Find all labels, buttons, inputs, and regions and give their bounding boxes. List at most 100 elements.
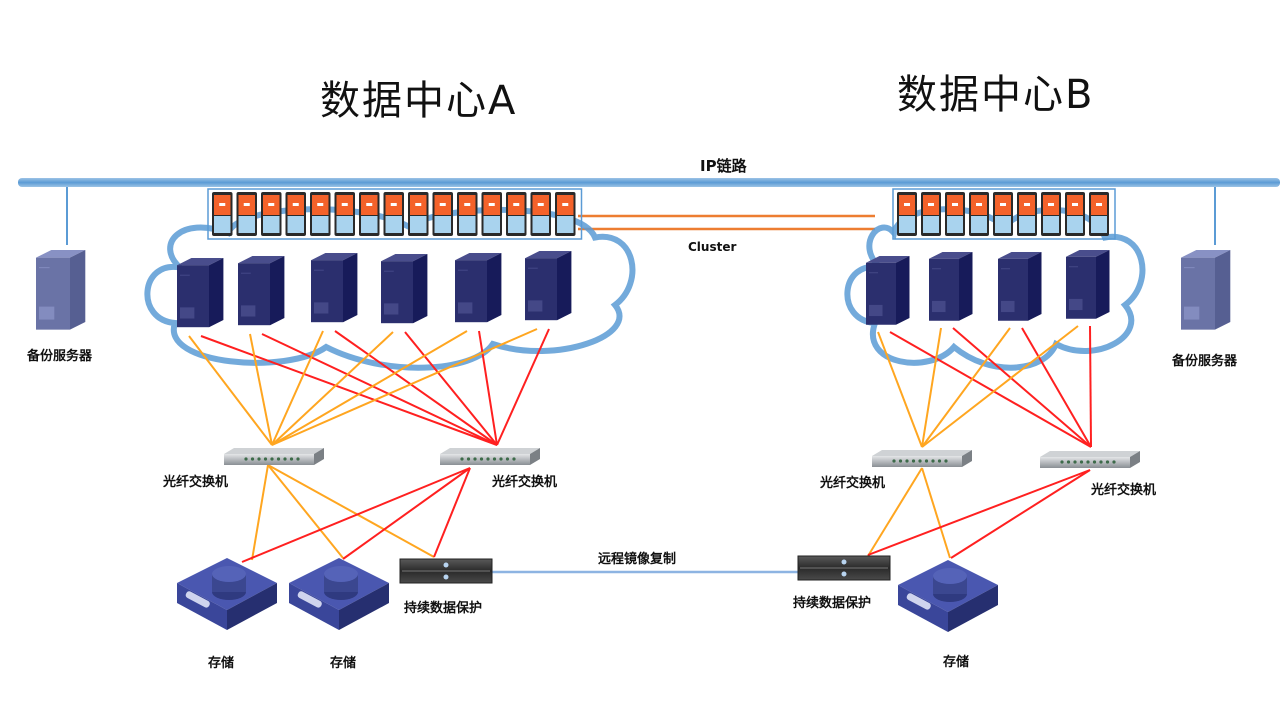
switch-port [918,459,922,463]
switch-port [473,457,477,461]
fiber-path-a [267,464,435,558]
switch-port [924,459,929,463]
rack-unit [212,192,233,236]
switch-port [1086,460,1090,464]
cluster-link [578,214,875,231]
fiber-switch-b2 [1040,451,1140,468]
tower-bay [241,305,256,317]
switch-port [270,457,274,461]
rack-unit-led [219,203,226,206]
tower-bay [869,304,883,317]
rack-unit-led [292,203,299,206]
switch-side [962,450,972,467]
switch-front [872,456,962,467]
fiber-path-b [889,331,1092,448]
switch-port [944,459,948,463]
rack-unit-bottom [971,216,987,233]
switch-port [289,457,294,461]
rack-strip-b [892,188,1116,240]
cdp-led [443,562,449,568]
fiber-path-a [267,464,344,559]
switch-port [492,457,497,461]
tower-side [209,258,224,328]
rack-unit-bottom [508,216,525,233]
fiber-path-b [241,467,471,563]
rack-strip-a [207,188,583,240]
rack-unit-bottom [287,216,304,233]
server-a [238,256,285,326]
switch-b1-label: 光纤交换机 [820,476,886,491]
tower-side [413,254,428,324]
tower-bay [180,307,195,319]
tower-bay [1069,298,1083,311]
rack-unit [1017,192,1037,236]
fiber-path-b [1021,327,1092,448]
fiber-switch-b1 [872,450,972,467]
title-data-center-b: 数据中心B [897,72,1095,118]
cdp-appliance-a [399,558,493,584]
switch-port [276,457,281,461]
rack-unit [506,192,527,236]
switch-port [296,457,300,461]
server-b [998,252,1042,321]
tower-side [487,253,502,323]
storage-disk-top [933,568,967,584]
tower-side [959,252,973,321]
ip-link-label: IP链路 [700,157,747,175]
tower-side [557,251,572,321]
switch-port [1105,460,1110,464]
rack-unit [432,192,453,236]
switch-top [872,450,972,456]
cdp-led [841,559,847,565]
fiber-path-a [271,328,538,446]
rack-unit [921,192,941,236]
server-group-b [866,250,1110,325]
tower-side [1096,250,1110,319]
switch-port [911,459,916,463]
switch-port [1079,460,1084,464]
tower-top [177,258,224,266]
server-b [929,252,973,321]
rack-unit-led [390,203,397,206]
rack-unit-led [1000,203,1006,206]
fiber-path-b [867,469,1091,556]
switch-port [486,457,490,461]
switch-group [224,448,1140,468]
rack-unit-led [415,203,422,206]
fiber-path-a [249,333,273,446]
rack-unit-bottom [410,216,427,233]
cdp-led [841,571,847,577]
server-a [177,258,224,328]
switch-port [1092,460,1097,464]
tower-bay [39,306,55,320]
switch-a2-label: 光纤交换机 [492,475,558,490]
rack-unit-bottom [532,216,549,233]
tower-bay [1184,306,1200,320]
cdp-a-label: 持续数据保护 [404,601,483,616]
backup-server-a [36,250,86,330]
rack-frame-b [892,188,1116,240]
tower-bay [384,303,399,315]
rack-unit [530,192,551,236]
tower-top [1181,250,1231,258]
storage-right [339,583,389,630]
cdp-led [443,574,449,580]
fiber-path-b [334,330,498,446]
switch-port [505,457,510,461]
rack-unit-led [1096,203,1102,206]
switch-port [1099,460,1103,464]
rack-unit [236,192,257,236]
backup-server-b [1181,250,1231,330]
fiber-path-b [261,333,498,446]
rack-unit-bottom [1091,216,1107,233]
switch-top [1040,451,1140,457]
switch-a1-label: 光纤交换机 [163,475,229,490]
tower-bay [932,300,946,313]
storage-badge [185,591,210,608]
storage-group [177,558,998,632]
tower-top [311,253,358,261]
storage-a2 [289,558,389,630]
storage-a1-label: 存储 [208,656,235,671]
switch-port [512,457,516,461]
ip-bus-line [18,178,1280,187]
